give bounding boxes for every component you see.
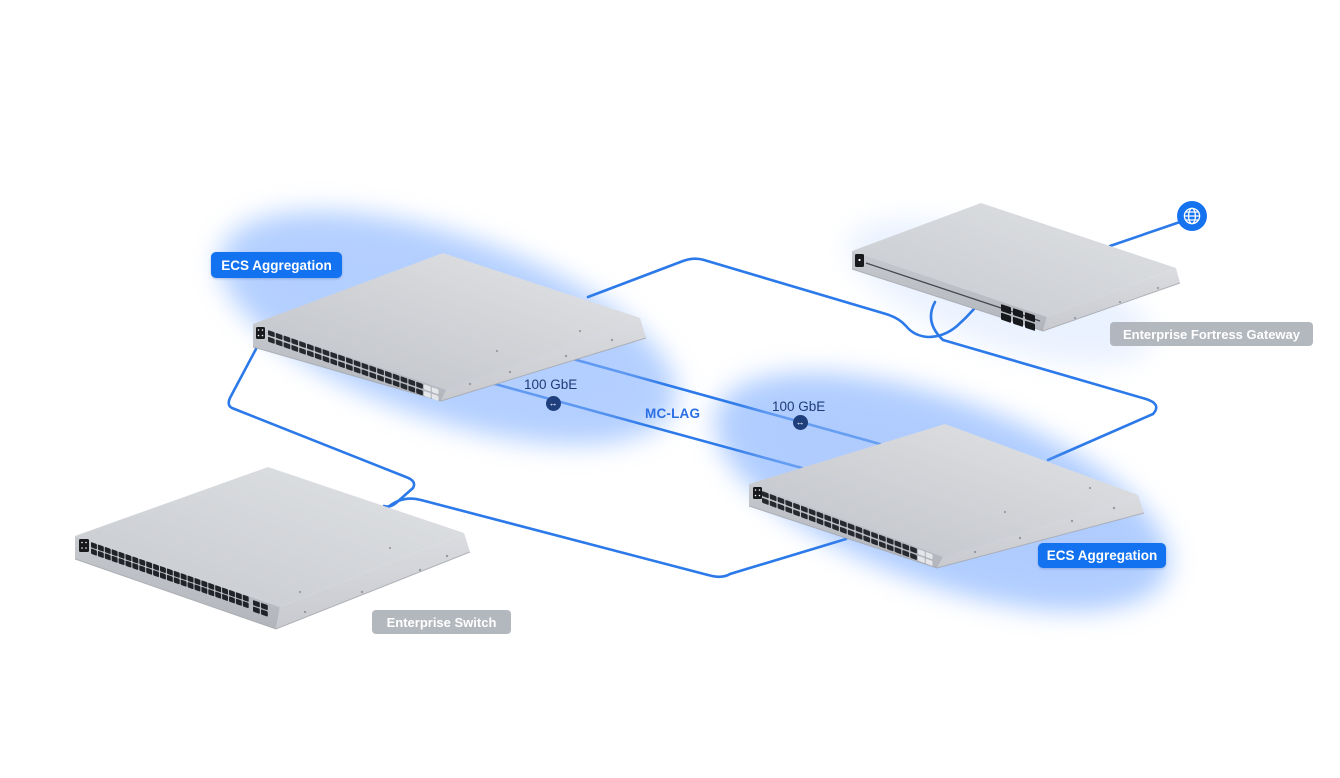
label-ecs-aggregation-2[interactable]: ECS Aggregation <box>1038 543 1166 568</box>
sfp-uplink-ports <box>253 600 268 617</box>
link-gateway-agg2 <box>929 300 1158 462</box>
mclag-label: MC-LAG <box>645 406 701 421</box>
link-agg1-gateway <box>586 257 976 339</box>
device-enterprise-switch <box>74 467 471 630</box>
device-ecs-aggregation-1 <box>252 253 647 402</box>
device-screen <box>753 487 762 499</box>
speed-label-right: 100 GbE <box>772 399 826 414</box>
device-ecs-aggregation-2 <box>748 424 1145 569</box>
link-speed-marker-left: ↔ <box>545 395 561 411</box>
sfp-port-bank <box>268 330 439 401</box>
link-switch-agg2 <box>385 497 848 579</box>
rj45-port-bank <box>91 542 249 609</box>
device-screen <box>256 327 265 339</box>
label-enterprise-switch: Enterprise Switch <box>372 610 511 634</box>
link-gateway-internet <box>1108 220 1182 248</box>
link-speed-marker-right: ↔ <box>792 414 808 430</box>
label-ecs-aggregation-1[interactable]: ECS Aggregation <box>211 252 342 278</box>
globe-icon <box>1177 201 1207 231</box>
bidirectional-arrow-icon: ↔ <box>548 397 558 408</box>
gateway-port-cluster <box>1001 304 1035 331</box>
speed-label-left: 100 GbE <box>524 377 578 392</box>
label-enterprise-fortress-gateway: Enterprise Fortress Gateway <box>1110 322 1313 346</box>
device-enterprise-fortress-gateway <box>851 203 1181 332</box>
bidirectional-arrow-icon: ↔ <box>795 416 805 427</box>
device-screen <box>79 539 89 552</box>
sfp-port-bank <box>762 491 933 566</box>
